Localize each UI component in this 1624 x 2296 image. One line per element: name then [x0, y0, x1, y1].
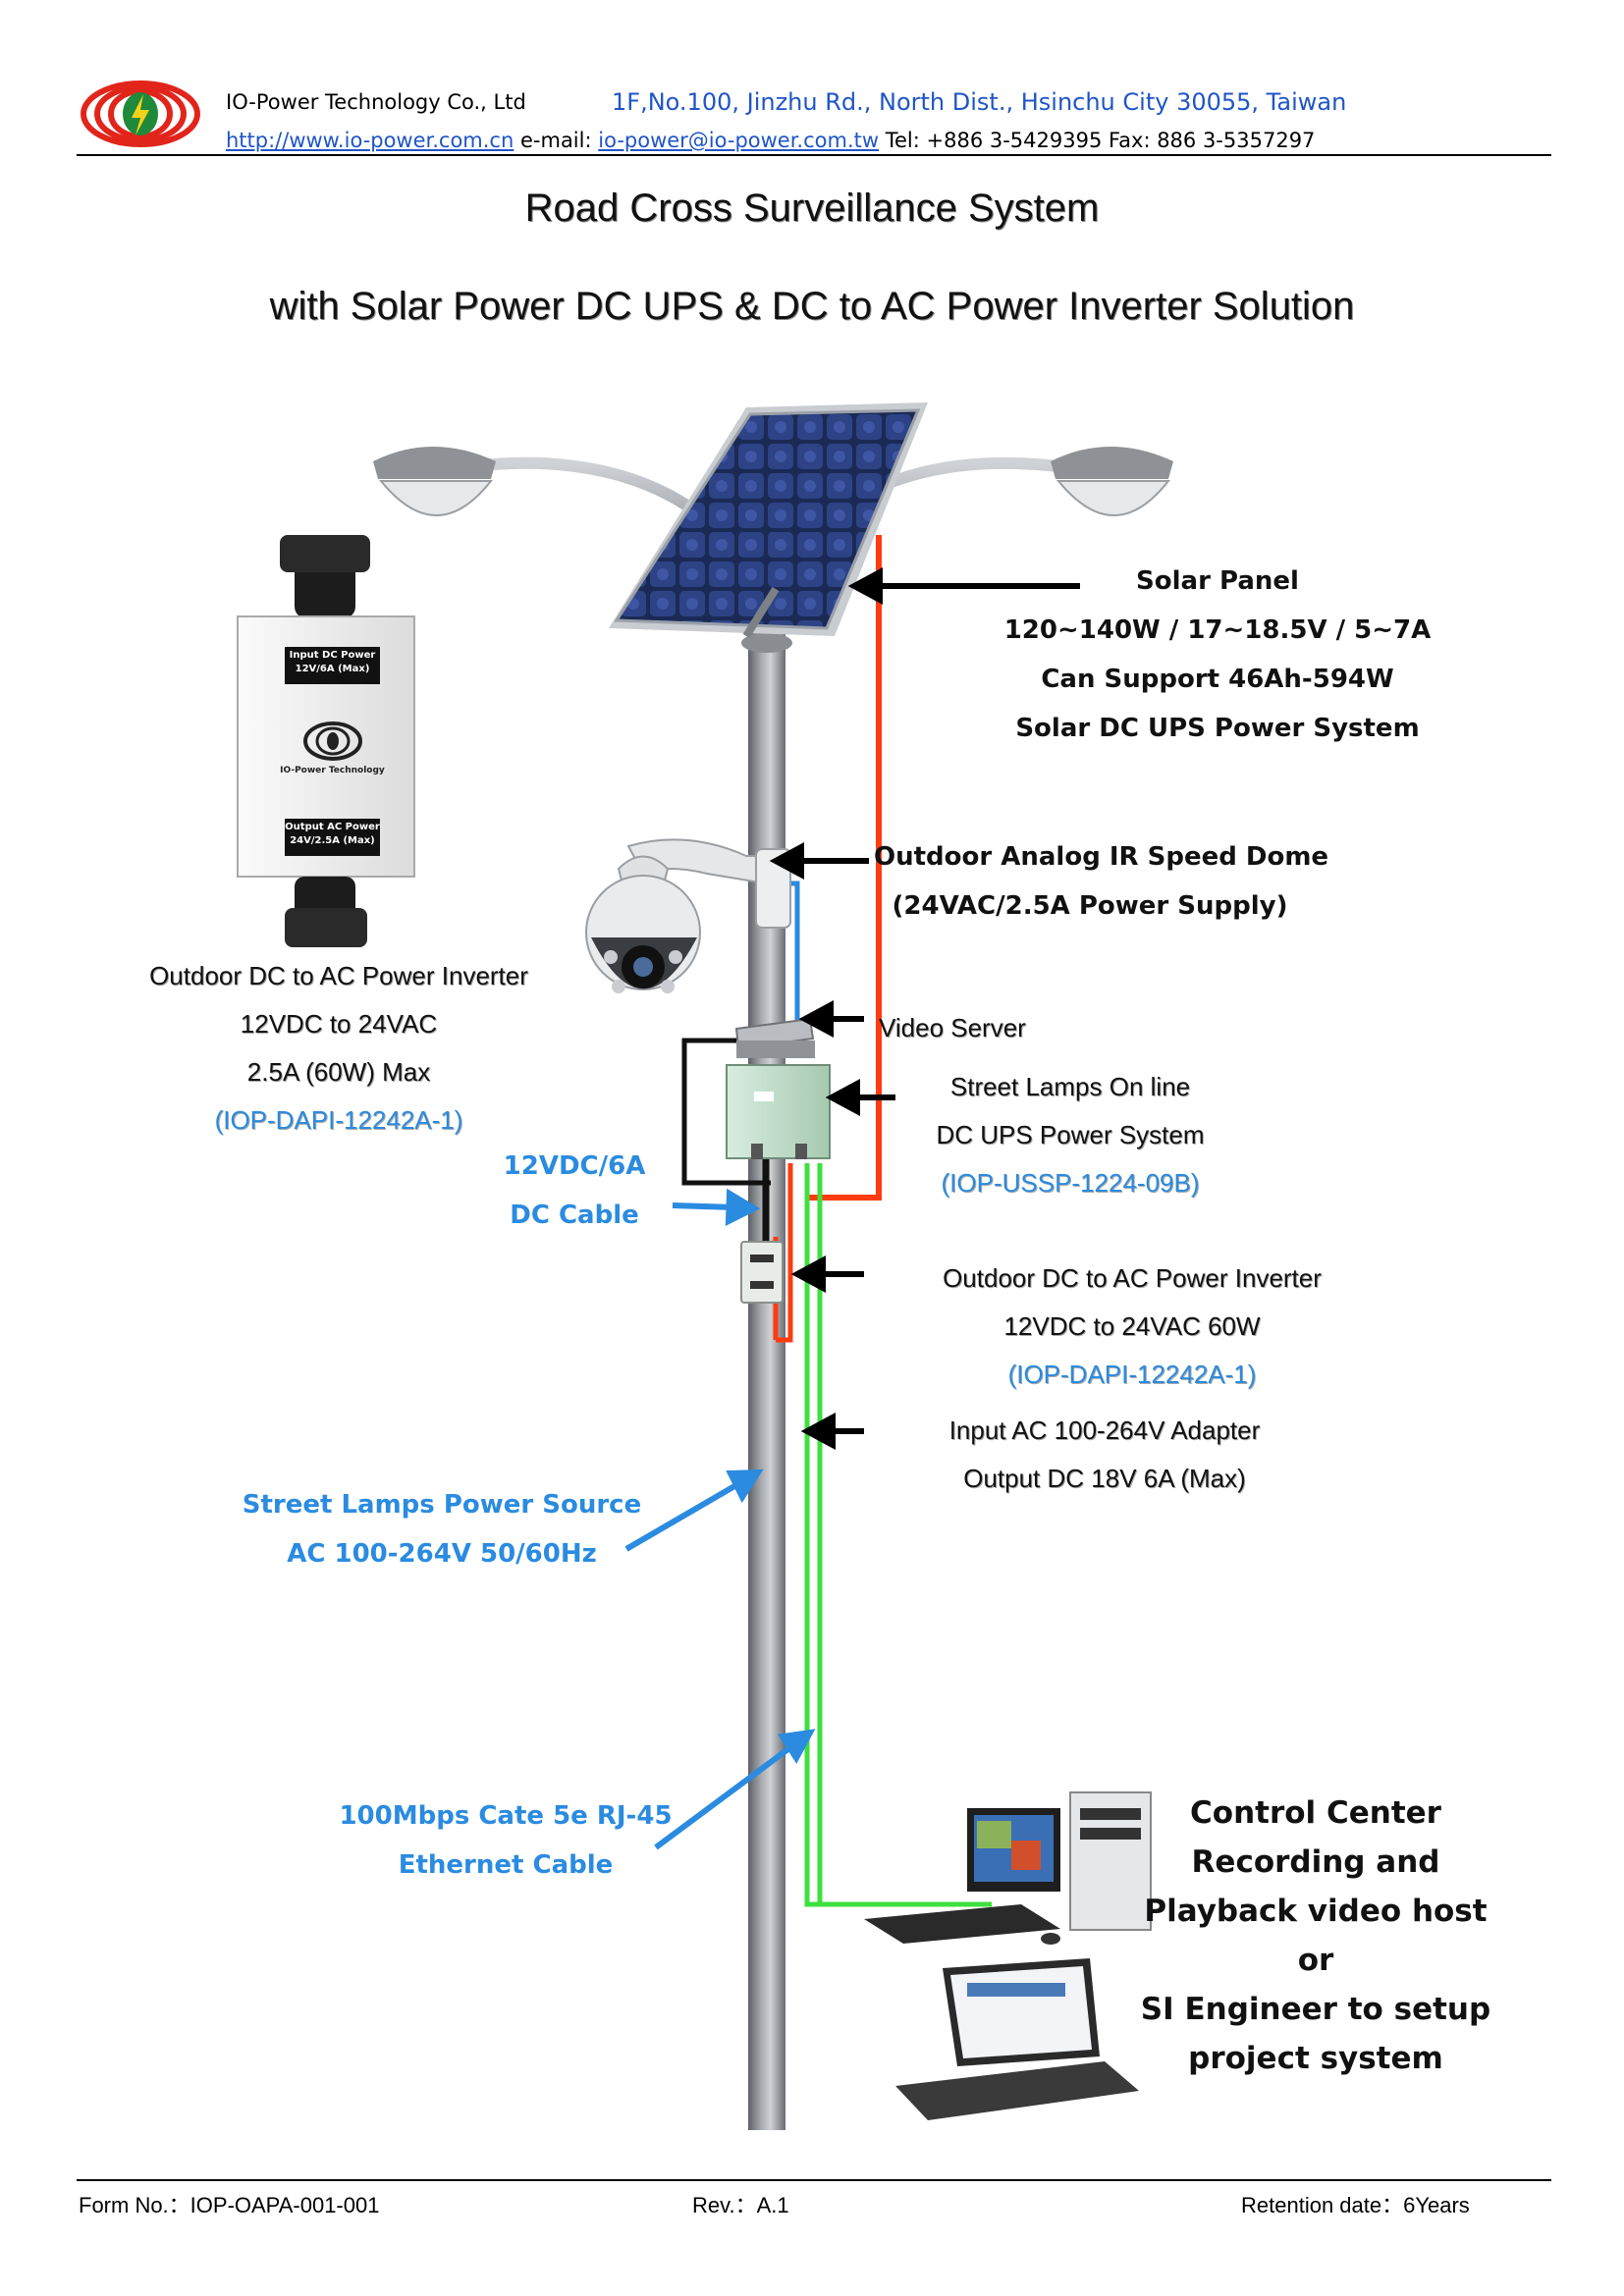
company-logo: [81, 80, 200, 147]
inverter-logo-text: IO-Power Technology: [280, 766, 385, 775]
footer-rule: [77, 2179, 1551, 2181]
inverter-left-model: (IOP-DAPI-12242A-1): [214, 1105, 463, 1135]
label-speed-dome: Outdoor Analog IR Speed Dome(24VAC/2.5A …: [874, 842, 1329, 921]
email-link[interactable]: io-power@io-power.com.tw: [598, 129, 880, 152]
dc-ups-box: [726, 1064, 831, 1159]
email-label: e-mail:: [519, 129, 592, 152]
ethernet-green-cable: [804, 1163, 820, 1907]
footer-revision: Rev.：A.1: [692, 2193, 789, 2217]
footer-form-no: Form No.：IOP-OAPA-001-001: [79, 2193, 380, 2217]
small-inverter-on-pole: [740, 1241, 784, 1304]
page-subtitle: with Solar Power DC UPS & DC to AC Power…: [269, 285, 1355, 328]
solar-panel: [609, 402, 928, 639]
company-name: IO-Power Technology Co., Ltd: [226, 90, 526, 114]
company-address: 1F,No.100, Jinzhu Rd., North Dist., Hsin…: [612, 88, 1347, 116]
website-link[interactable]: http://www.io-power.com.cn: [226, 129, 514, 152]
label-video-server: Video Server: [879, 1013, 1026, 1042]
blue-pointer-arrows: [624, 1188, 816, 1850]
dc-black-cable: [681, 1038, 771, 1186]
black-pointer-arrows: [769, 566, 1080, 1451]
dc-ups-model: (IOP-USSP-1224-09B): [941, 1168, 1200, 1198]
video-server: [734, 1017, 815, 1058]
inverter-product-photo: [237, 535, 415, 947]
solar-red-cable: [807, 535, 882, 1201]
header-rule: [77, 154, 1551, 156]
ir-speed-dome-camera: [585, 838, 791, 993]
page-title: Road Cross Surveillance System: [524, 187, 1100, 230]
inverter-red-cable: [776, 1163, 793, 1343]
contact-line: http://www.io-power.com.cn e-mail: io-po…: [226, 129, 1315, 152]
desktop-computer: [864, 1791, 1152, 1945]
footer-retention: Retention date：6Years: [1241, 2193, 1470, 2217]
inverter-right-model: (IOP-DAPI-12242A-1): [1007, 1360, 1257, 1389]
laptop-computer: [895, 1958, 1139, 2120]
phone-fax: Tel: +886 3-5429395 Fax: 886 3-5357297: [885, 129, 1316, 152]
